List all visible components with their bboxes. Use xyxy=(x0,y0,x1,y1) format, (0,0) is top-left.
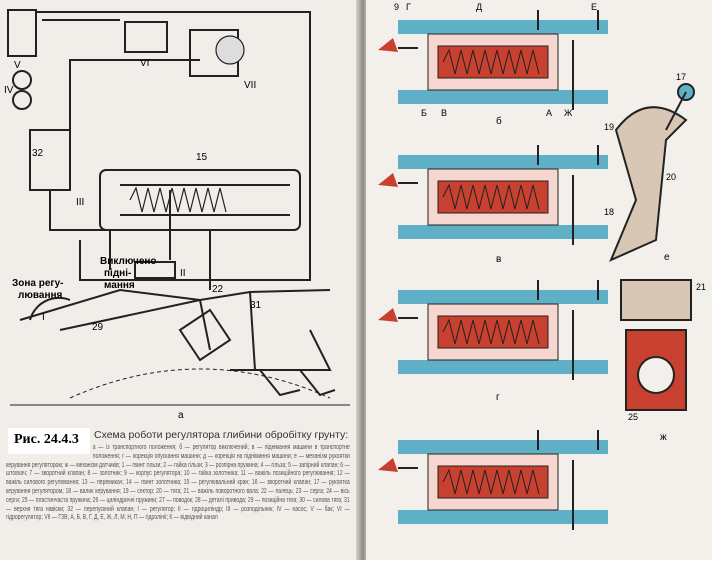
hydro-cylinder xyxy=(134,261,176,279)
label-V: V xyxy=(14,60,21,71)
valve-g xyxy=(377,279,609,381)
zone-label-2: лювання xyxy=(18,290,63,301)
label-E: Е xyxy=(591,2,597,12)
valve-diagrams: б в г 9 Г Д Е Б В А Ж е ж 17 19 20 18 21… xyxy=(377,2,706,531)
off-label: Виключено xyxy=(100,256,157,267)
label-19: 19 xyxy=(604,122,614,132)
left-page: Зона регу- лювання Виключено підні- манн… xyxy=(0,0,362,560)
off-label-2: підні- xyxy=(104,268,131,279)
label-IV: IV xyxy=(4,85,14,96)
subfigure-a-label: а xyxy=(178,410,184,421)
control-handle-mechanism xyxy=(609,106,688,262)
label-32: 32 xyxy=(32,148,44,159)
label-31: 31 xyxy=(250,300,262,311)
label-22: 22 xyxy=(212,284,224,295)
valve-v xyxy=(377,144,609,246)
subfigure-g-label: г xyxy=(496,392,500,403)
label-I: I xyxy=(42,312,45,323)
regulator-body xyxy=(99,169,301,231)
valve-b xyxy=(377,9,609,111)
label-III: III xyxy=(76,197,84,208)
caption-spacer xyxy=(6,443,93,456)
right-page: б в г 9 Г Д Е Б В А Ж е ж 17 19 20 18 21… xyxy=(366,0,712,560)
figure-title: Схема роботи регулятора глибини обробітк… xyxy=(94,429,349,441)
label-Zh: Ж xyxy=(564,108,573,118)
label-V: В xyxy=(441,108,447,118)
zone-label: Зона регу- xyxy=(12,278,63,289)
pump xyxy=(12,70,32,90)
label-20: 20 xyxy=(666,172,676,182)
subfigure-v-label: в xyxy=(496,254,501,265)
label-VI: VI xyxy=(140,58,149,69)
label-21: 21 xyxy=(696,282,706,292)
label-25: 25 xyxy=(628,412,638,422)
label-VII: VII xyxy=(244,80,256,91)
figure-caption: а — із транспортного положення; б — регу… xyxy=(6,442,350,522)
label-9: 9 xyxy=(394,2,399,12)
subfigure-b-label: б xyxy=(496,115,502,127)
distributor xyxy=(29,129,71,191)
valve-d xyxy=(377,429,609,531)
label-II: II xyxy=(180,268,186,279)
hydraulic-scheme-diagram: Зона регу- лювання Виключено підні- манн… xyxy=(4,9,350,421)
off-label-3: мання xyxy=(104,280,135,291)
label-17: 17 xyxy=(676,72,686,82)
tank xyxy=(7,9,37,57)
hydro-regulator xyxy=(124,21,168,53)
subfigure-zh-label: ж xyxy=(660,432,667,443)
label-15: 15 xyxy=(196,152,208,163)
label-18: 18 xyxy=(604,207,614,217)
caption-block: а — із транспортного положення; б — регу… xyxy=(6,442,350,522)
label-B: Б xyxy=(421,108,427,118)
subfigure-e-label: е xyxy=(664,252,670,263)
label-D: Д xyxy=(476,2,482,12)
label-29: 29 xyxy=(92,322,104,333)
label-G: Г xyxy=(406,2,411,12)
figure-number: Рис. 24.4.3 xyxy=(8,428,90,454)
label-A: А xyxy=(546,108,552,118)
